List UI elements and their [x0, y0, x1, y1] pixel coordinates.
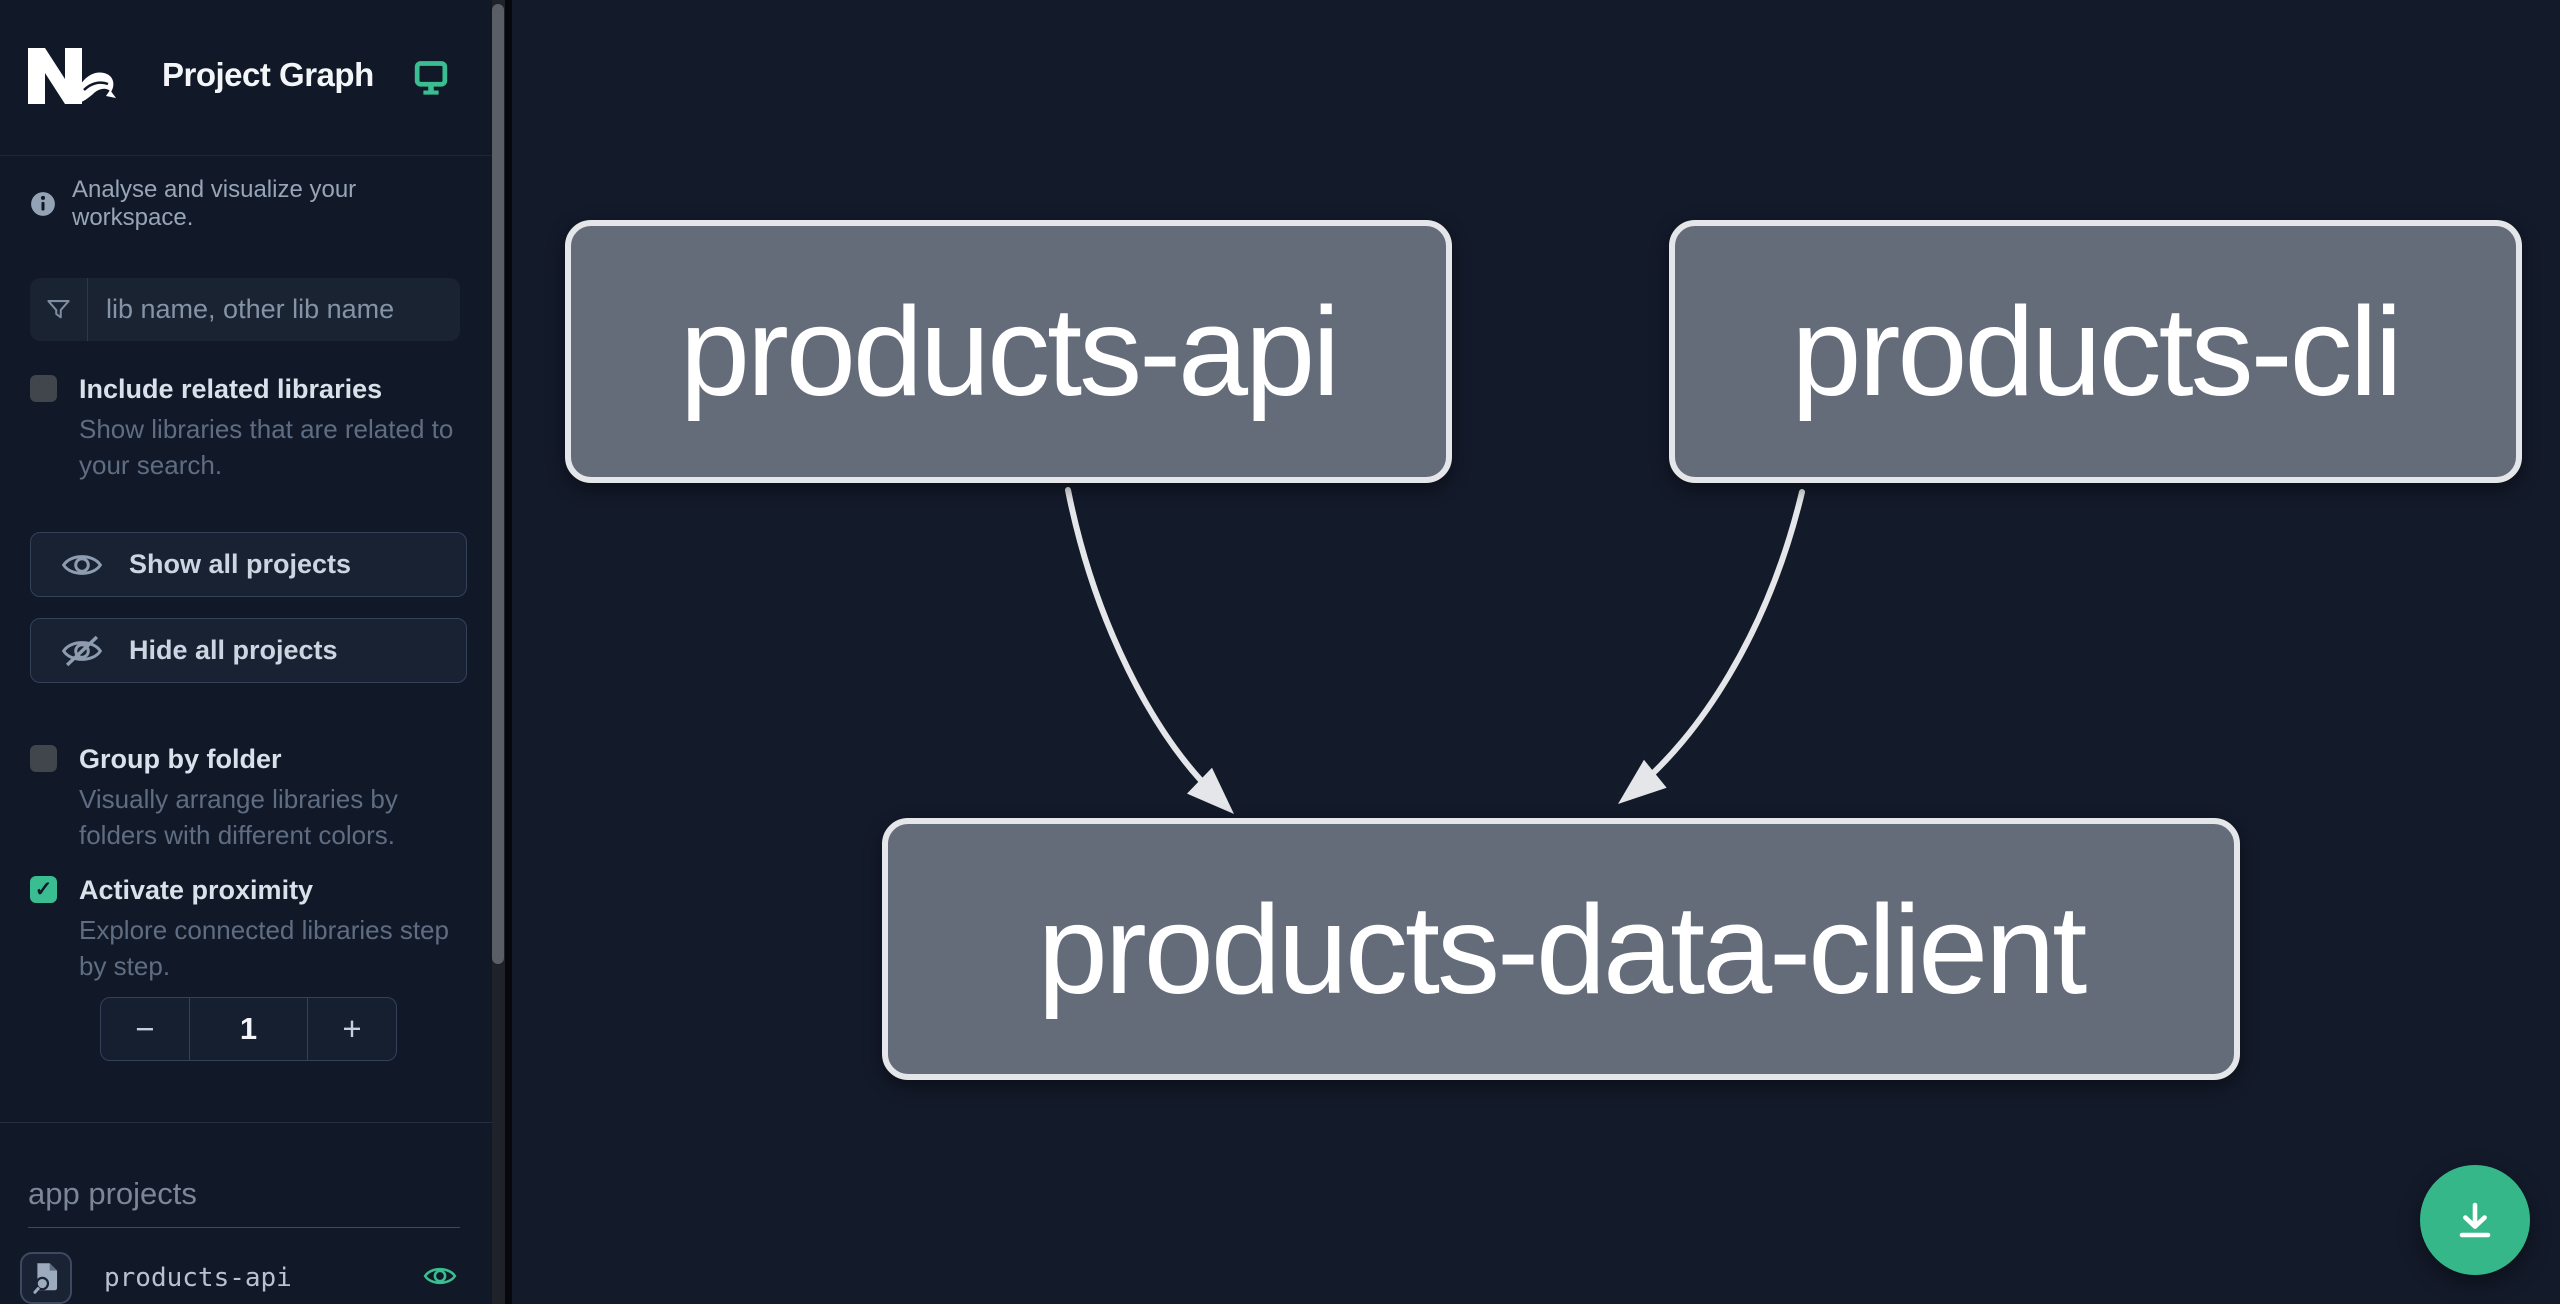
- graph-node-products-data-client[interactable]: products-data-client: [882, 818, 2240, 1080]
- page-title: Project Graph: [162, 56, 374, 93]
- activate-proximity-label: Activate proximity: [79, 875, 314, 905]
- graph-node-products-cli[interactable]: products-cli: [1669, 220, 2522, 483]
- sidebar-scrollbar-thumb[interactable]: [492, 4, 504, 964]
- graph-node-products-api[interactable]: products-api: [565, 220, 1452, 483]
- group-by-folder-checkbox[interactable]: [30, 745, 57, 772]
- proximity-stepper: − 1 +: [100, 997, 397, 1061]
- filter-icon: [30, 278, 88, 341]
- tagline-text: Analyse and visualize your workspace.: [72, 176, 357, 231]
- proximity-decrement-button[interactable]: −: [101, 998, 190, 1060]
- download-icon: [2459, 1202, 2491, 1238]
- app-projects-heading: app projects: [28, 1176, 460, 1228]
- proximity-increment-button[interactable]: +: [307, 998, 396, 1060]
- app-header: Project Graph: [0, 0, 505, 156]
- node-label: products-api: [679, 281, 1340, 422]
- focus-project-icon: [33, 1263, 58, 1294]
- hide-all-projects-button[interactable]: Hide all projects: [30, 618, 467, 683]
- monitor-icon: [414, 61, 448, 95]
- group-by-folder-row: Group by folder Visually arrange librari…: [30, 744, 478, 853]
- project-visibility-eye-icon[interactable]: [423, 1261, 457, 1291]
- project-name: products-api: [104, 1263, 292, 1293]
- hide-all-projects-label: Hide all projects: [129, 635, 338, 665]
- filter-box: [30, 278, 460, 341]
- download-graph-button[interactable]: [2420, 1165, 2530, 1275]
- tagline-row: Analyse and visualize your workspace.: [30, 176, 480, 232]
- focus-project-button[interactable]: [20, 1252, 72, 1304]
- include-related-row: Include related libraries Show libraries…: [30, 374, 478, 483]
- edge-products-api-to-products-data-client: [1065, 487, 1234, 814]
- node-label: products-data-client: [1037, 878, 2088, 1020]
- activate-proximity-checkbox[interactable]: ✓: [30, 876, 57, 903]
- eye-off-icon: [61, 635, 103, 666]
- node-label: products-cli: [1791, 281, 2402, 422]
- include-related-description: Show libraries that are related to your …: [79, 414, 454, 480]
- checkmark-icon: ✓: [34, 878, 53, 901]
- eye-icon: [61, 554, 103, 575]
- sidebar: Project Graph Analyse and visualize your…: [0, 0, 505, 1304]
- activate-proximity-description: Explore connected libraries step by step…: [79, 915, 449, 981]
- group-by-folder-label: Group by folder: [79, 744, 282, 774]
- edge-products-cli-to-products-data-client: [1618, 489, 1805, 804]
- proximity-value: 1: [239, 1011, 258, 1046]
- graph-edges: [1065, 487, 1805, 814]
- show-all-projects-label: Show all projects: [129, 549, 352, 579]
- nx-logo: [28, 48, 116, 104]
- show-all-projects-button[interactable]: Show all projects: [30, 532, 467, 597]
- info-icon: [31, 192, 55, 216]
- activate-proximity-row: ✓ Activate proximity Explore connected l…: [30, 875, 478, 984]
- include-related-label: Include related libraries: [79, 374, 383, 404]
- sidebar-divider: [0, 1122, 505, 1123]
- filter-input[interactable]: [88, 278, 460, 341]
- graph-canvas[interactable]: products-api products-cli products-data-…: [505, 0, 2560, 1304]
- group-by-folder-description: Visually arrange libraries by folders wi…: [79, 784, 398, 850]
- include-related-checkbox[interactable]: [30, 375, 57, 402]
- project-list-item[interactable]: products-api: [20, 1252, 472, 1304]
